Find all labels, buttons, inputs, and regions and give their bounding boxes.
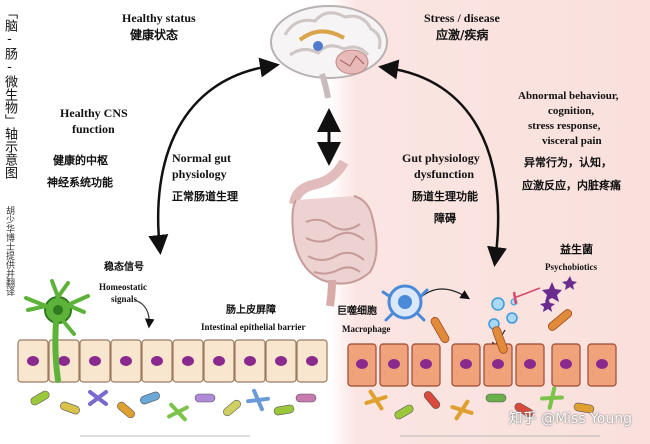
bacterium [485,393,507,403]
invading-bacterium [547,309,573,331]
homeostatic-signal-arrow [134,299,155,329]
invading-bacterium [492,326,508,354]
invading-bacterium [430,316,450,344]
barrier-en: Intestinal epithelial barrier [201,322,306,332]
enteric-neuron [24,279,90,383]
bacterium [450,399,474,421]
gut-dysfunction-cn2: 障碍 [434,212,456,225]
normal-gut-cn: 正常肠道生理 [172,190,238,203]
bacterium [394,404,414,420]
stressed-epithelial-cell [587,343,617,387]
probiotic-cn: 益生菌 [560,243,593,256]
watermark: 知乎 @Miss Young [508,411,632,427]
healthy-epithelial-cells [17,339,328,383]
healthy-cns-cn2: 神经系统功能 [47,176,113,189]
brain-illustration [270,5,388,99]
bacterium [88,390,108,406]
psychobiotic-stars [540,276,577,312]
stressed-epithelial-cell [551,343,581,387]
healthy-cns-cn1: 健康的中枢 [53,154,108,167]
normal-gut-line2: physiology [172,167,227,181]
stress-status-label: Stress / disease [424,11,500,25]
homeostatic-signal-en2: signals [111,294,138,304]
bacterium [273,404,295,416]
macrophage-cn: 巨噬细胞 [337,306,377,317]
bacterium [514,402,534,418]
bacterium [60,401,80,415]
abnormal-cn2: 应激反应，内脏疼痛 [522,179,621,192]
bacterium [364,389,388,411]
gut-microbiota [30,309,595,422]
bacterium [246,388,270,412]
healthy-cns-line2: function [72,122,115,136]
healthy-status-label: Healthy status [122,11,196,25]
psychobiotic-inhibition-line [512,287,541,305]
normal-gut-line1: Normal gut [172,151,231,165]
macrophage-en: Macrophage [342,324,391,334]
homeostatic-signal-cn: 稳态信号 [104,262,144,273]
bacterium [140,391,160,405]
bacterium [194,393,216,403]
left-feedback-arrow [148,57,280,255]
stress-status-cn: 应激/疾病 [436,28,489,42]
bacterium [423,391,441,409]
bacterium [167,402,189,422]
abnormal-line2: cognition, [548,105,595,117]
stressed-epithelial-cell [483,343,513,387]
abnormal-cn1: 异常行为，认知， [524,156,612,169]
gut-dysfunction-cn1: 肠道生理功能 [412,190,478,203]
right-feedback-arrow [378,59,507,267]
healthy-epithelial-cell [296,339,328,383]
healthy-epithelial-cell [203,339,235,383]
gut-dysfunction-line1: Gut physiology [402,151,480,165]
healthy-epithelial-cell [172,339,204,383]
healthy-epithelial-cell [141,339,173,383]
abnormal-line4: visceral pain [542,135,602,147]
healthy-cns-line1: Healthy CNS [60,106,128,120]
bacterium [117,401,135,419]
bacterium [295,393,317,403]
gut-dysfunction-line2: dysfunction [414,167,475,181]
barrier-cn: 肠上皮屏障 [226,305,276,316]
side-title: 「脑-肠-微生物」轴示意图 [2,6,17,179]
stressed-epithelial-cell [347,343,377,387]
bacterium [573,402,595,414]
stressed-epithelial-cell [515,343,545,387]
healthy-epithelial-cell [17,339,49,383]
bacterium [30,390,50,406]
stressed-epithelial-cells [347,343,617,387]
probiotic-en: Psychobiotics [545,262,598,272]
abnormal-line1: Abnormal behaviour, [518,90,619,102]
stressed-epithelial-cell [411,343,441,387]
stressed-epithelial-cell [451,343,481,387]
healthy-status-cn: 健康状态 [130,28,179,42]
healthy-epithelial-cell [234,339,266,383]
bacterium [223,399,241,417]
stressed-epithelial-cell [379,343,409,387]
abnormal-line3: stress response, [528,120,601,132]
healthy-epithelial-cell [265,339,297,383]
bacterium [540,386,564,410]
macrophage-cell [381,284,429,322]
side-credit: 胡少华博士提供并翻译 [4,206,14,296]
healthy-epithelial-cell [110,339,142,383]
homeostatic-signal-en1: Homeostatic [99,282,147,292]
digestive-system-illustration [289,159,378,307]
healthy-epithelial-cell [79,339,111,383]
